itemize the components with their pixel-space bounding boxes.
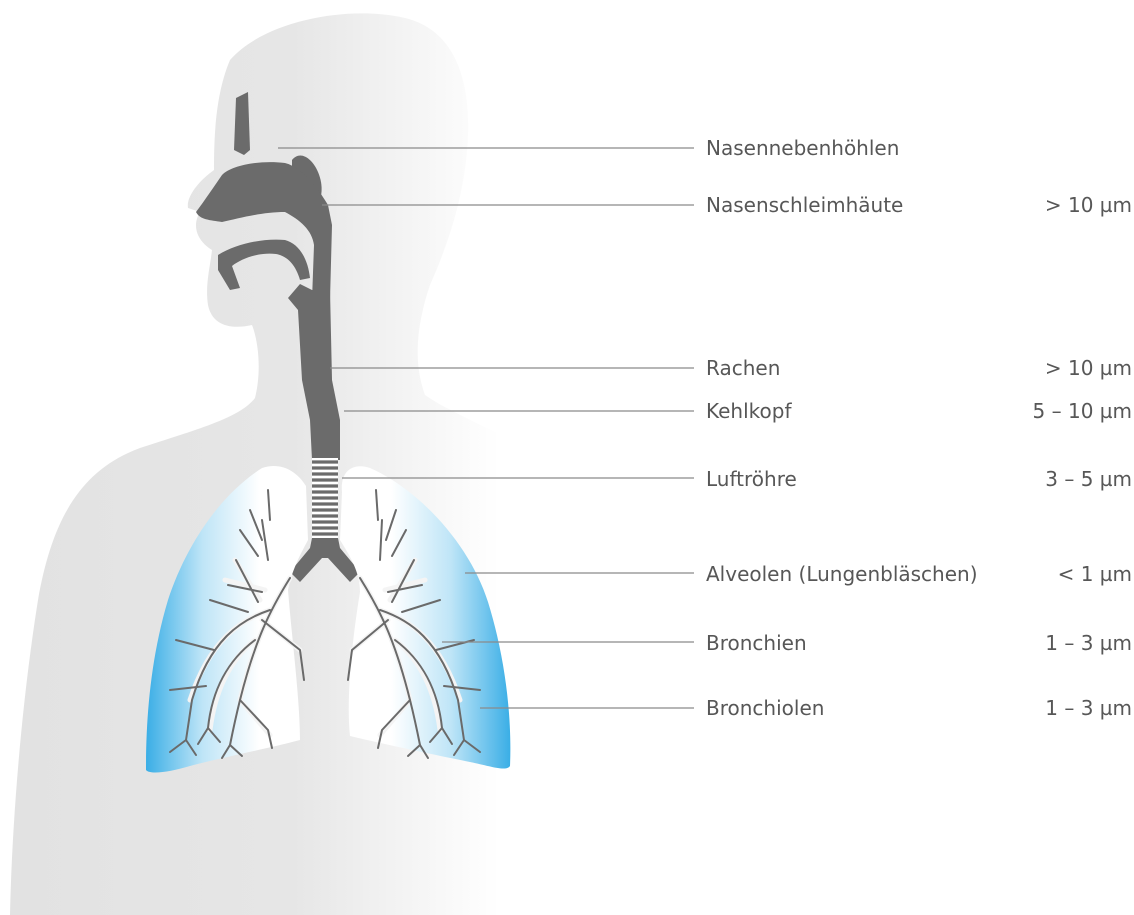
label-bronchien: Bronchien <box>706 631 807 655</box>
label-luftroehre: Luftröhre <box>706 467 797 491</box>
particle-size-alveolen: < 1 µm <box>1058 562 1132 586</box>
particle-size-nasenschleimhaeute: > 10 µm <box>1045 193 1132 217</box>
label-rachen: Rachen <box>706 356 780 380</box>
labels: Nasennebenhöhlen Nasenschleimhäute > 10 … <box>706 136 1132 720</box>
particle-size-bronchiolen: 1 – 3 µm <box>1045 696 1132 720</box>
label-alveolen: Alveolen (Lungenbläschen) <box>706 562 978 586</box>
particle-size-kehlkopf: 5 – 10 µm <box>1033 399 1132 423</box>
label-bronchiolen: Bronchiolen <box>706 696 824 720</box>
particle-size-luftroehre: 3 – 5 µm <box>1045 467 1132 491</box>
label-kehlkopf: Kehlkopf <box>706 399 792 423</box>
label-nasenschleimhaeute: Nasenschleimhäute <box>706 193 903 217</box>
particle-size-rachen: > 10 µm <box>1045 356 1132 380</box>
particle-size-bronchien: 1 – 3 µm <box>1045 631 1132 655</box>
label-nasennebenhoehlen: Nasennebenhöhlen <box>706 136 899 160</box>
frontal-sinus <box>234 92 250 155</box>
